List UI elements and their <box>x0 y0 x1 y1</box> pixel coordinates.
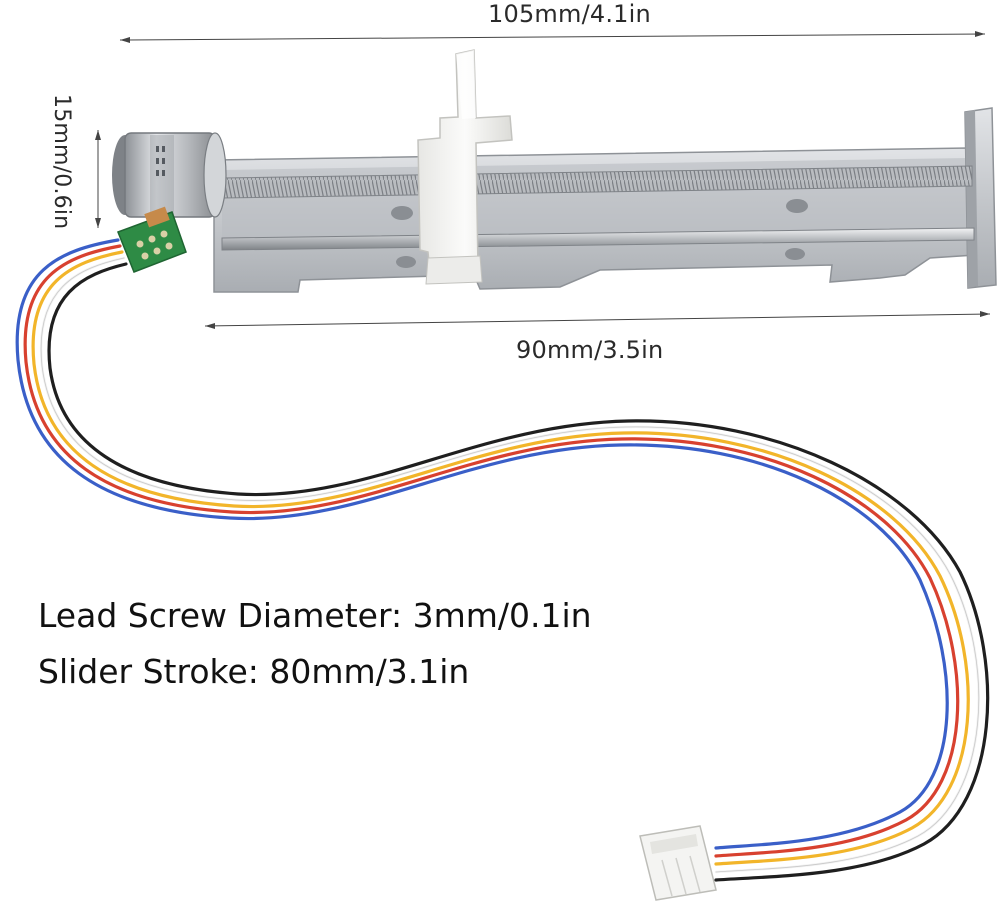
dimension-line-height <box>95 130 101 228</box>
dimension-line-total <box>119 31 986 43</box>
dimension-label-total: 105mm/4.1in <box>488 0 651 28</box>
rail-base-plate <box>213 107 997 293</box>
dimension-line-rail <box>204 311 991 329</box>
spec-slider-stroke: Slider Stroke: 80mm/3.1in <box>38 652 470 691</box>
slider-block <box>417 49 513 285</box>
dimension-label-rail: 90mm/3.5in <box>516 336 664 364</box>
stepper-motor <box>112 132 227 218</box>
jst-connector <box>639 825 717 901</box>
spec-lead-screw-diameter: Lead Screw Diameter: 3mm/0.1in <box>38 596 592 635</box>
guide-rod <box>221 227 975 251</box>
dimension-label-height: 15mm/0.6in <box>49 94 74 230</box>
wire-harness <box>15 238 990 882</box>
motor-pcb <box>117 206 187 273</box>
